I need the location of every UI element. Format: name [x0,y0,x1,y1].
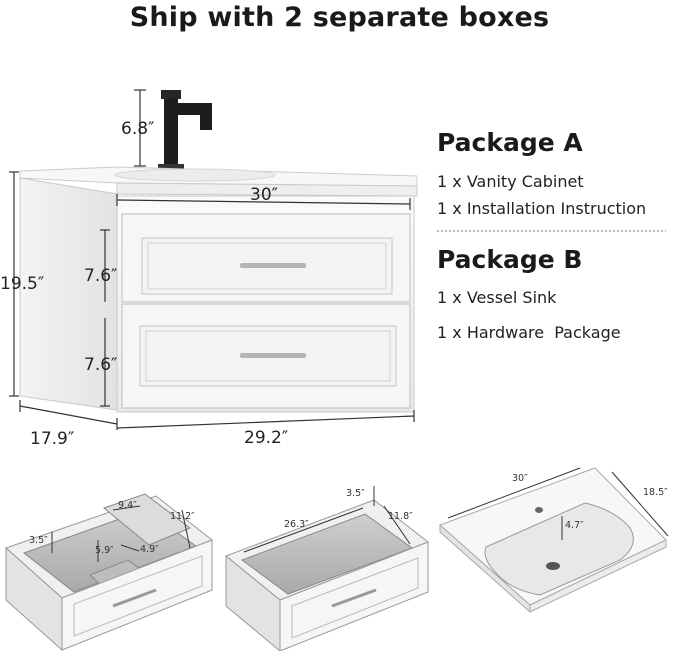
package-b-heading: Package B [437,245,583,274]
height-label: 19.5″ [0,274,45,294]
faucet-height-label: 6.8″ [121,119,155,139]
large-drawer-dim: 11.8″ [388,511,413,522]
small-drawer-illustration [5,493,213,651]
package-b-item: 1 x Hardware Package [437,323,621,342]
small-drawer-dim: 9.4″ [118,500,137,511]
small-drawer-dim: 3.5″ [29,535,48,546]
sink-illustration [439,467,669,614]
package-b-item: 1 x Vessel Sink [437,288,557,307]
package-a-item: 1 x Installation Instruction [437,199,647,218]
sink-width-label: 30″ [512,473,528,484]
page-title: Ship with 2 separate boxes [129,2,550,33]
sink-depth-label: 18.5″ [643,487,668,498]
large-drawer-dim: 26.3″ [284,519,309,530]
small-drawer-dim: 5.9″ [95,545,114,556]
large-drawer-dim: 3.5″ [346,488,365,499]
large-drawer-illustration [225,486,430,651]
faucet [158,90,212,169]
cabinet-width-label: 29.2″ [244,428,289,448]
small-drawer-dim: 11.2″ [170,511,195,522]
package-a-item: 1 x Vanity Cabinet [437,172,584,191]
sink-bowl-depth-label: 4.7″ [565,520,584,531]
top-width-label: 30″ [250,185,278,205]
small-drawer-dim: 4.9″ [140,544,159,555]
drawer-top-height-label: 7.6″ [84,266,118,286]
drawer-bottom-height-label: 7.6″ [84,355,118,375]
package-a-heading: Package A [437,128,583,157]
depth-label: 17.9″ [30,429,75,449]
